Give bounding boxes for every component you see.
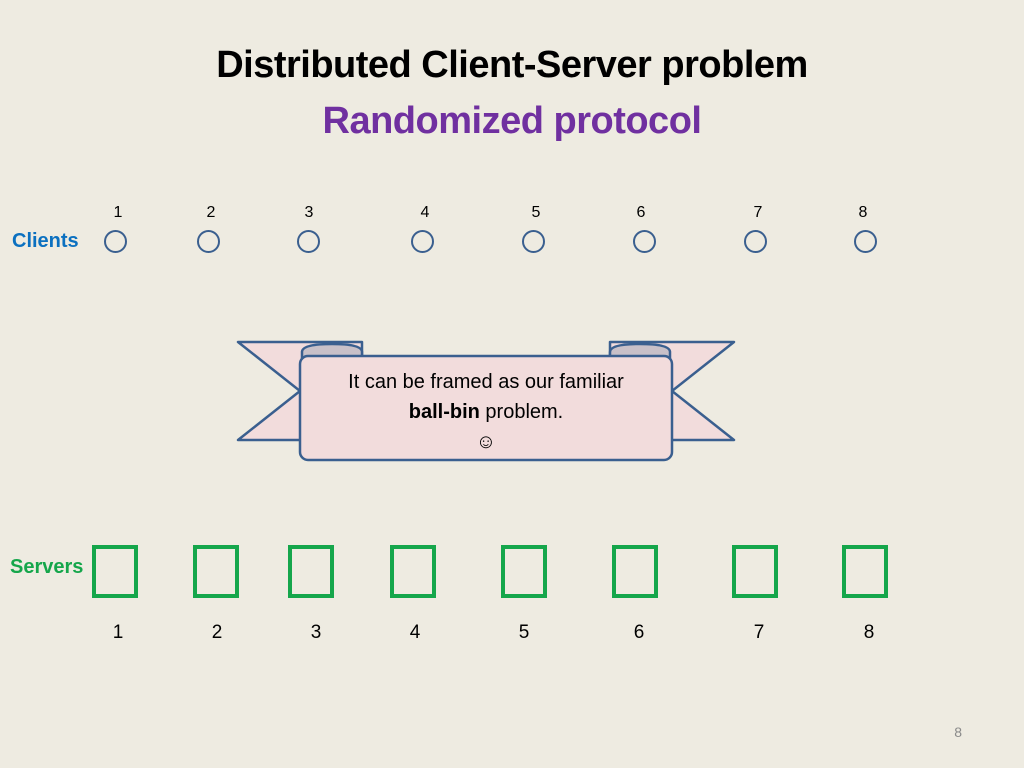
smiley-icon: ☺ bbox=[475, 431, 497, 453]
server-box bbox=[92, 545, 138, 598]
server-number: 5 bbox=[518, 622, 530, 643]
server-number: 3 bbox=[310, 622, 322, 643]
client-circle bbox=[197, 230, 220, 253]
page-number: 8 bbox=[954, 724, 962, 740]
banner-line-1: It can be framed as our familiar bbox=[348, 371, 624, 393]
server-number: 8 bbox=[863, 622, 875, 643]
server-number: 1 bbox=[112, 622, 124, 643]
banner-line-2: ball-bin problem. bbox=[300, 397, 672, 427]
client-circle bbox=[104, 230, 127, 253]
client-number: 4 bbox=[420, 204, 430, 221]
banner-ribbon bbox=[236, 340, 736, 462]
server-box bbox=[842, 545, 888, 598]
server-number: 4 bbox=[409, 622, 421, 643]
server-box bbox=[501, 545, 547, 598]
banner-text: It can be framed as our familiar ball-bi… bbox=[300, 367, 672, 457]
server-box bbox=[288, 545, 334, 598]
servers-label: Servers bbox=[10, 556, 84, 578]
slide-subtitle: Randomized protocol bbox=[322, 100, 702, 142]
client-number: 2 bbox=[206, 204, 216, 221]
client-circle bbox=[297, 230, 320, 253]
server-number: 7 bbox=[753, 622, 765, 643]
client-number: 3 bbox=[304, 204, 314, 221]
client-circle bbox=[633, 230, 656, 253]
client-number: 1 bbox=[113, 204, 123, 221]
client-circle bbox=[522, 230, 545, 253]
client-number: 8 bbox=[858, 204, 868, 221]
banner-bold-term: ball-bin bbox=[408, 401, 480, 423]
slide-title: Distributed Client-Server problem bbox=[216, 44, 808, 86]
banner-body bbox=[298, 354, 674, 462]
client-circle bbox=[744, 230, 767, 253]
clients-label: Clients bbox=[12, 230, 79, 252]
client-number: 5 bbox=[531, 204, 541, 221]
server-box bbox=[612, 545, 658, 598]
server-number: 2 bbox=[211, 622, 223, 643]
client-circle bbox=[411, 230, 434, 253]
server-number: 6 bbox=[633, 622, 645, 643]
server-box bbox=[732, 545, 778, 598]
client-circle bbox=[854, 230, 877, 253]
server-box bbox=[390, 545, 436, 598]
server-box bbox=[193, 545, 239, 598]
client-number: 7 bbox=[753, 204, 763, 221]
banner-line-2-rest: problem. bbox=[479, 401, 564, 423]
client-number: 6 bbox=[636, 204, 646, 221]
